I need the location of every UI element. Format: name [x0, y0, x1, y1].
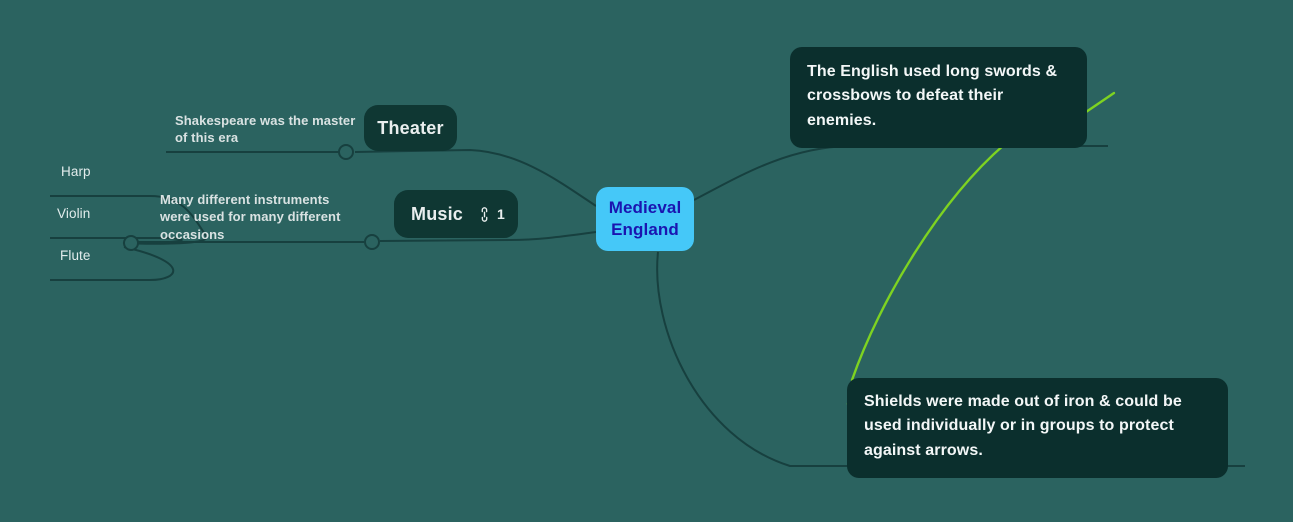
note-card-english-swords[interactable]: The English used long swords & crossbows…: [790, 47, 1087, 148]
junction-dot-theater[interactable]: [338, 144, 354, 160]
label-music-note-text: Many different instruments were used for…: [160, 192, 341, 242]
relationship-link-stub[interactable]: [1084, 91, 1116, 114]
node-music-link-count: 1: [497, 206, 506, 222]
label-instrument-harp[interactable]: Harp: [61, 164, 91, 180]
note-card-shields[interactable]: Shields were made out of iron & could be…: [847, 378, 1228, 478]
label-instrument-flute[interactable]: Flute: [60, 248, 91, 264]
connector-central-to-note-top: [693, 145, 1108, 201]
note-card-shields-text: Shields were made out of iron & could be…: [864, 393, 1182, 459]
label-theater-note-text: Shakespeare was the master of this era: [175, 113, 356, 146]
note-card-english-swords-text: The English used long swords & crossbows…: [807, 63, 1058, 129]
node-music-link-chip[interactable]: 1: [477, 206, 505, 222]
relationship-link-curve[interactable]: [850, 142, 1007, 382]
central-node[interactable]: Medieval England: [596, 187, 694, 251]
node-music[interactable]: Music 1: [394, 190, 518, 238]
label-instrument-violin[interactable]: Violin: [57, 206, 90, 222]
node-theater-label: Theater: [377, 117, 444, 138]
central-node-label-line1: Medieval: [608, 198, 682, 218]
link-chain-icon: [474, 203, 495, 224]
central-node-label-line2: England: [611, 220, 679, 239]
node-theater[interactable]: Theater: [364, 105, 457, 151]
label-music-note[interactable]: Many different instruments were used for…: [160, 191, 360, 243]
label-instrument-flute-text: Flute: [60, 248, 91, 263]
junction-dot-music[interactable]: [364, 234, 380, 250]
node-music-label: Music: [411, 203, 464, 224]
label-instrument-harp-text: Harp: [61, 164, 91, 179]
label-instrument-violin-text: Violin: [57, 206, 91, 221]
label-theater-note[interactable]: Shakespeare was the master of this era: [175, 112, 365, 147]
junction-dot-instruments[interactable]: [123, 235, 139, 251]
